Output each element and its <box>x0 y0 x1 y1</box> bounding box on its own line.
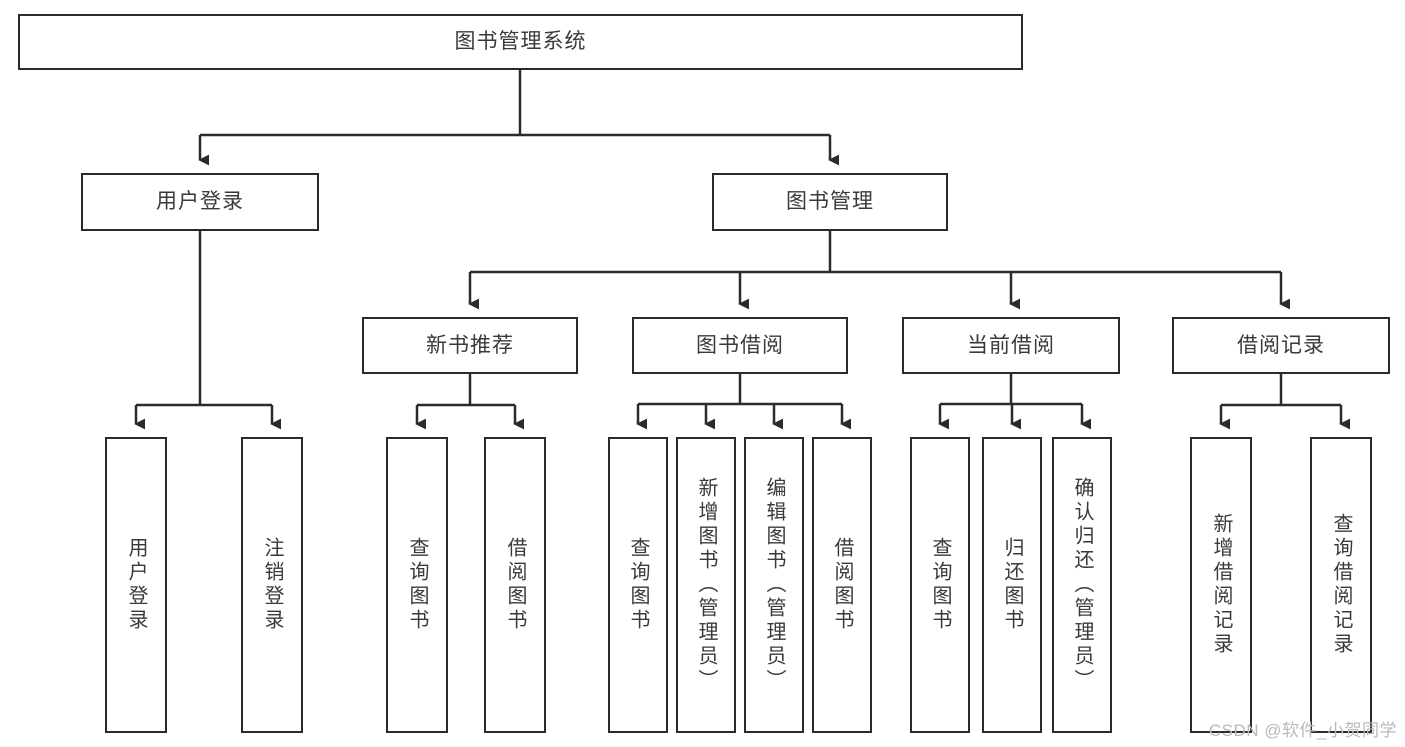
node-leaf-query-book-1[interactable]: 查询图书 <box>386 437 448 733</box>
node-label: 新增借阅记录 <box>1210 513 1232 657</box>
node-book-borrow[interactable]: 图书借阅 <box>632 317 848 374</box>
node-label: 新增图书（管理员） <box>695 477 717 693</box>
watermark-text: CSDN @软件_小贺同学 <box>1208 721 1397 740</box>
node-label: 用户登录 <box>125 537 147 633</box>
node-label: 用户登录 <box>156 190 244 214</box>
node-book-manage[interactable]: 图书管理 <box>712 173 948 231</box>
node-leaf-query-book-2[interactable]: 查询图书 <box>608 437 668 733</box>
node-label: 注销登录 <box>261 537 283 633</box>
node-leaf-add-borrow-record[interactable]: 新增借阅记录 <box>1190 437 1252 733</box>
node-user-login[interactable]: 用户登录 <box>81 173 319 231</box>
node-label: 查询图书 <box>627 537 649 633</box>
node-leaf-user-logout[interactable]: 注销登录 <box>241 437 303 733</box>
node-leaf-edit-book-admin[interactable]: 编辑图书（管理员） <box>744 437 804 733</box>
node-label: 查询借阅记录 <box>1330 513 1352 657</box>
node-leaf-borrow-book-1[interactable]: 借阅图书 <box>484 437 546 733</box>
node-leaf-borrow-book-2[interactable]: 借阅图书 <box>812 437 872 733</box>
node-leaf-add-book-admin[interactable]: 新增图书（管理员） <box>676 437 736 733</box>
node-label: 编辑图书（管理员） <box>763 477 785 693</box>
node-leaf-return-book[interactable]: 归还图书 <box>982 437 1042 733</box>
node-label: 确认归还（管理员） <box>1071 477 1093 693</box>
node-label: 查询图书 <box>406 537 428 633</box>
node-leaf-query-book-3[interactable]: 查询图书 <box>910 437 970 733</box>
node-label: 图书管理系统 <box>454 30 587 54</box>
node-label: 查询图书 <box>929 537 951 633</box>
node-leaf-user-login[interactable]: 用户登录 <box>105 437 167 733</box>
node-leaf-confirm-return-admin[interactable]: 确认归还（管理员） <box>1052 437 1112 733</box>
node-root-system[interactable]: 图书管理系统 <box>18 14 1023 70</box>
node-borrow-record[interactable]: 借阅记录 <box>1172 317 1390 374</box>
node-label: 新书推荐 <box>426 333 514 357</box>
node-label: 当前借阅 <box>967 333 1055 357</box>
node-label: 借阅图书 <box>831 537 853 633</box>
node-label: 归还图书 <box>1001 537 1023 633</box>
node-current-borrow[interactable]: 当前借阅 <box>902 317 1120 374</box>
node-label: 借阅图书 <box>504 537 526 633</box>
node-label: 借阅记录 <box>1237 333 1325 357</box>
node-leaf-query-borrow-record[interactable]: 查询借阅记录 <box>1310 437 1372 733</box>
node-new-book-recommend[interactable]: 新书推荐 <box>362 317 578 374</box>
node-label: 图书借阅 <box>696 333 784 357</box>
node-label: 图书管理 <box>786 190 874 214</box>
